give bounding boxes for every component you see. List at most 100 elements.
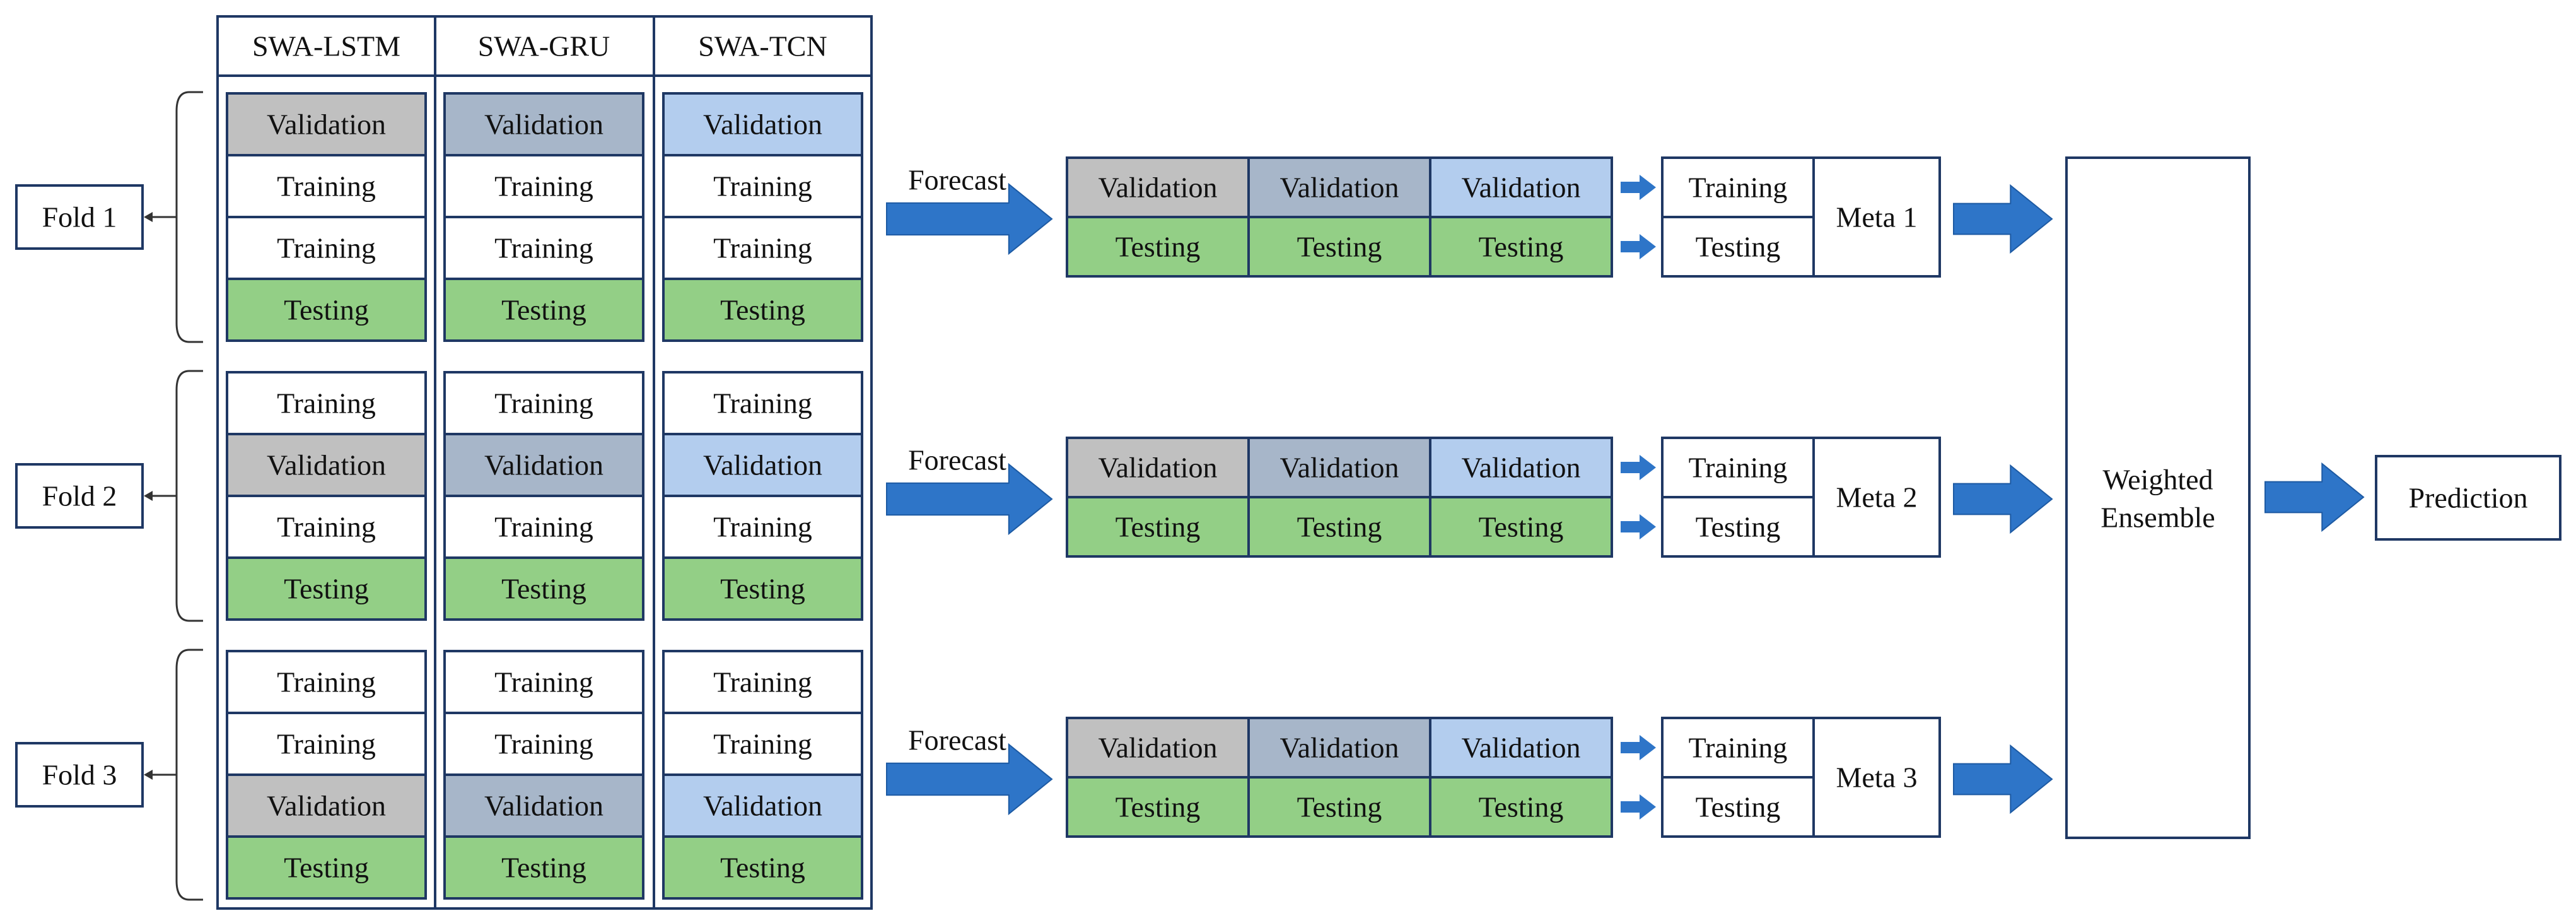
meta-input-arrow xyxy=(1621,175,1656,200)
forecast-validation-label: Validation xyxy=(1461,172,1580,204)
fold-3-block-label: Training xyxy=(277,666,376,698)
fold-1-pointer-head xyxy=(144,212,153,222)
fold-3-bracket xyxy=(175,649,203,901)
fold-3-label: Fold 3 xyxy=(42,759,117,791)
forecast-testing-cell xyxy=(1429,776,1613,838)
fold-3-block-label: Training xyxy=(713,728,812,760)
forecast-validation-label: Validation xyxy=(1279,172,1399,204)
forecast-testing-cell xyxy=(1066,216,1250,278)
meta-input-arrow xyxy=(1621,794,1656,820)
fold-3-block-label: Validation xyxy=(703,790,822,822)
meta-input-label: Testing xyxy=(1696,511,1781,543)
fold-2-block-label: Training xyxy=(277,387,376,420)
forecast-validation-cell xyxy=(1429,717,1613,779)
fold-1-block-training xyxy=(226,216,427,280)
fold-3-block-training xyxy=(443,712,644,776)
forecast-validation-label: Validation xyxy=(1098,172,1217,204)
forecast-testing-cell xyxy=(1429,216,1613,278)
fold-3-block-label: Training xyxy=(494,728,593,760)
forecast-validation-cell xyxy=(1066,156,1250,218)
forecast-validation-label: Validation xyxy=(1098,452,1217,484)
fold-2-block-training xyxy=(226,371,427,435)
ensemble-label-line1: Weighted xyxy=(2102,464,2213,496)
meta-label: Meta 2 xyxy=(1836,481,1917,514)
fold-1-block-training xyxy=(443,216,644,280)
forecast-testing-label: Testing xyxy=(1116,231,1201,263)
fold-3-block-label: Testing xyxy=(284,852,369,884)
fold-3-block-testing xyxy=(662,835,863,900)
meta-label: Meta 1 xyxy=(1836,201,1917,233)
meta-box xyxy=(1812,717,1941,838)
ensemble-label-line2: Ensemble xyxy=(2101,502,2215,534)
meta-input-arrow xyxy=(1621,455,1656,480)
forecast-testing-cell xyxy=(1429,496,1613,558)
forecast-arrow xyxy=(886,743,1053,816)
fold-1-block-training xyxy=(662,154,863,218)
fold-3-block-testing xyxy=(226,835,427,900)
model-header-swa-tcn: SWA-TCN xyxy=(698,30,827,62)
meta-input-arrow xyxy=(1621,234,1656,259)
forecast-arrow xyxy=(886,462,1053,536)
fold-1-bracket xyxy=(175,91,203,343)
fold-3-block-validation xyxy=(662,773,863,838)
fold-1-block-label: Training xyxy=(277,170,376,203)
fold-1-block-label: Testing xyxy=(720,294,805,326)
fold-3-block-label: Testing xyxy=(501,852,586,884)
forecast-validation-label: Validation xyxy=(1279,452,1399,484)
meta-input-arrow xyxy=(1621,735,1656,760)
forecast-validation-label: Validation xyxy=(1461,732,1580,764)
prediction-label: Prediction xyxy=(2408,482,2527,514)
fold-1-block-label: Testing xyxy=(284,294,369,326)
forecast-testing-label: Testing xyxy=(1479,791,1564,823)
meta-box xyxy=(1812,437,1941,558)
model-header-swa-lstm: SWA-LSTM xyxy=(252,30,400,62)
meta-input-label: Testing xyxy=(1696,231,1781,263)
forecast-testing-cell xyxy=(1247,216,1431,278)
fold-3-block-training xyxy=(662,712,863,776)
fold-2-block-label: Training xyxy=(494,511,593,543)
weighted-ensemble-box xyxy=(2065,156,2251,839)
fold-3-block-validation xyxy=(226,773,427,838)
fold-2-block-label: Training xyxy=(713,387,812,420)
fold-2-block-testing xyxy=(443,556,644,621)
meta-to-ensemble-arrow xyxy=(1953,184,2053,254)
fold-3-label-box xyxy=(15,742,144,808)
prediction-box xyxy=(2375,455,2561,541)
fold-1-label: Fold 1 xyxy=(42,201,117,233)
fold-2-block-training xyxy=(443,371,644,435)
meta-input-label: Testing xyxy=(1696,791,1781,823)
fold-3-block-label: Validation xyxy=(484,790,603,822)
fold-1-block-testing xyxy=(226,278,427,342)
fold-1-block-label: Validation xyxy=(484,109,603,141)
fold-2-label: Fold 2 xyxy=(42,480,117,512)
fold-1-block-label: Training xyxy=(494,170,593,203)
fold-3-block-label: Training xyxy=(713,666,812,698)
forecast-validation-label: Validation xyxy=(1098,732,1217,764)
fold-2-block-label: Validation xyxy=(703,449,822,481)
fold-2-block-label: Validation xyxy=(267,449,386,481)
fold-3-block-label: Training xyxy=(494,666,593,698)
fold-3-block-training xyxy=(662,650,863,714)
fold-3-block-validation xyxy=(443,773,644,838)
fold-1-block-label: Testing xyxy=(501,294,586,326)
fold-3-block-testing xyxy=(443,835,644,900)
forecast-validation-cell xyxy=(1247,717,1431,779)
forecast-label: Forecast xyxy=(908,444,1006,476)
fold-2-pointer-head xyxy=(144,491,153,501)
fold-2-block-label: Testing xyxy=(720,573,805,605)
forecast-validation-cell xyxy=(1247,156,1431,218)
ensemble-to-prediction-arrow xyxy=(2264,462,2365,532)
fold-3-block-label: Training xyxy=(277,728,376,760)
fold-2-bracket xyxy=(175,370,203,622)
fold-1-block-testing xyxy=(662,278,863,342)
fold-1-block-validation xyxy=(662,92,863,156)
fold-2-block-label: Validation xyxy=(484,449,603,481)
fold-2-block-validation xyxy=(662,433,863,497)
forecast-testing-label: Testing xyxy=(1297,231,1382,263)
models-frame xyxy=(216,15,873,910)
fold-2-block-training xyxy=(662,495,863,559)
fold-3-block-label: Validation xyxy=(267,790,386,822)
forecast-label: Forecast xyxy=(908,724,1006,756)
forecast-testing-label: Testing xyxy=(1479,231,1564,263)
